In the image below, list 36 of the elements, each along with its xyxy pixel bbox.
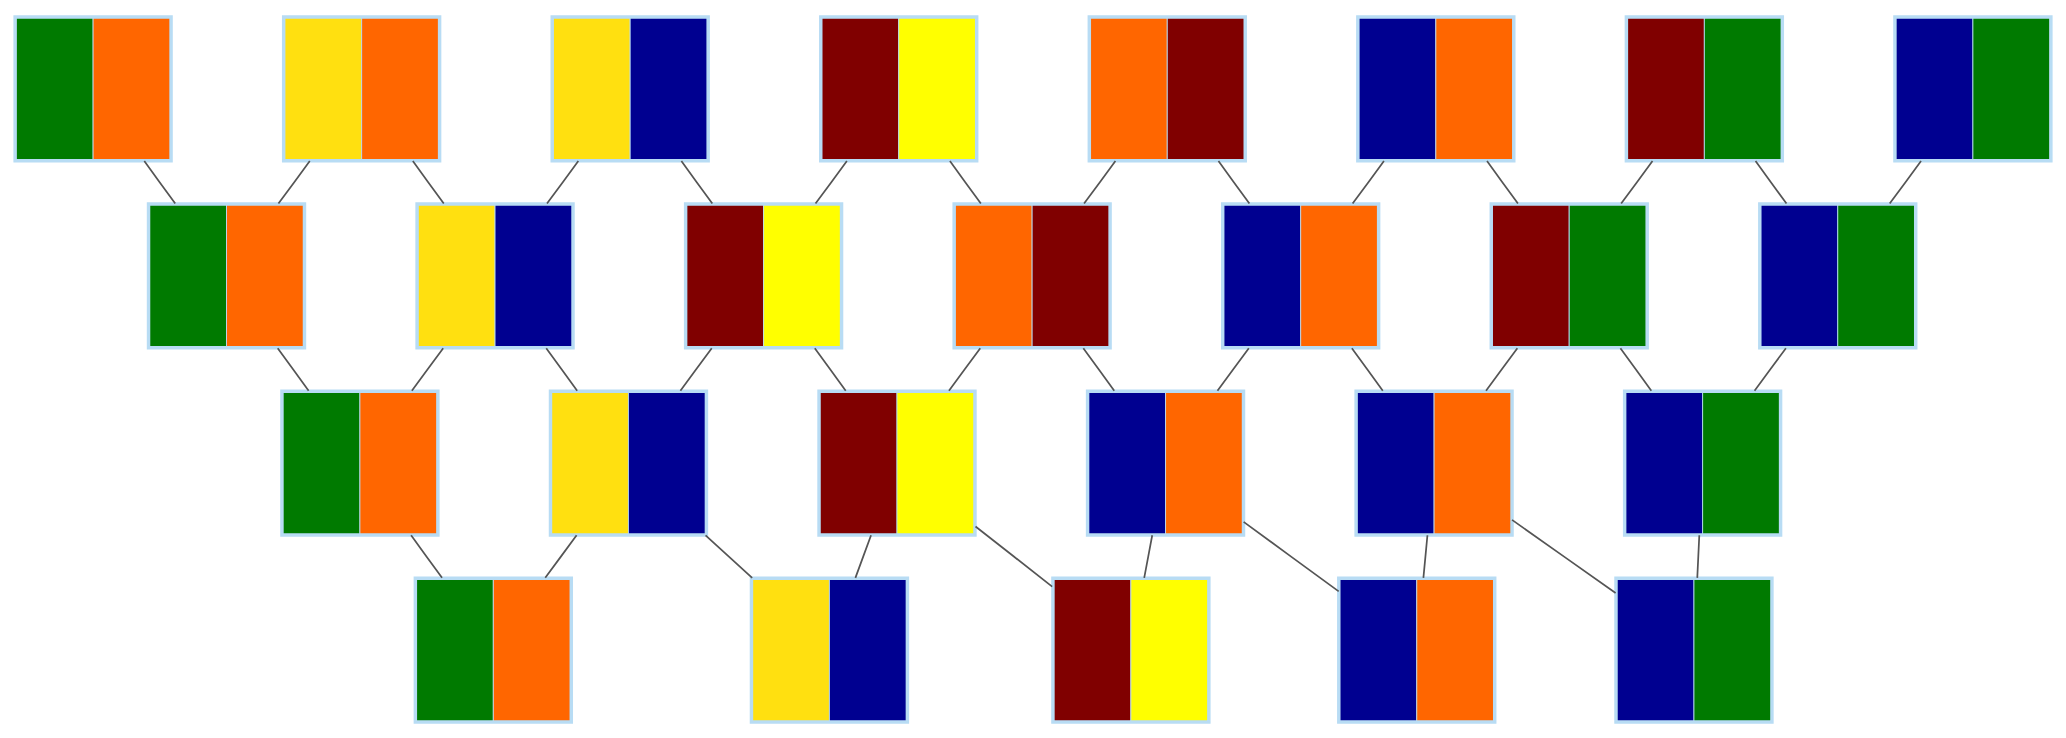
connector [1485, 346, 1519, 392]
connector [1888, 159, 1922, 204]
connector [948, 346, 982, 392]
connector [974, 525, 1054, 587]
connector [1486, 159, 1519, 204]
connector [410, 533, 443, 579]
connector [949, 159, 982, 204]
connector [704, 533, 754, 579]
connector [1242, 520, 1340, 592]
connector [1082, 346, 1116, 392]
connector [1216, 346, 1250, 392]
connector [814, 159, 848, 204]
connector [143, 159, 177, 204]
connector [1143, 533, 1154, 579]
connector [411, 159, 445, 204]
connector [546, 159, 580, 204]
connector [1619, 346, 1653, 392]
connector [679, 346, 713, 392]
connector [813, 346, 847, 392]
connector [1422, 533, 1429, 579]
connector [1217, 159, 1251, 204]
connector [1351, 346, 1384, 392]
connector [545, 346, 579, 392]
connector [544, 533, 578, 579]
connector [1754, 159, 1788, 204]
connector [276, 346, 310, 392]
connector [1351, 159, 1385, 204]
connector [1511, 518, 1617, 594]
connector [277, 159, 311, 204]
connector [1620, 159, 1654, 204]
connector [411, 346, 445, 392]
connector [680, 159, 714, 204]
connector [1696, 533, 1701, 579]
connector [1753, 346, 1787, 392]
connector [1083, 159, 1117, 204]
connector [854, 533, 872, 579]
